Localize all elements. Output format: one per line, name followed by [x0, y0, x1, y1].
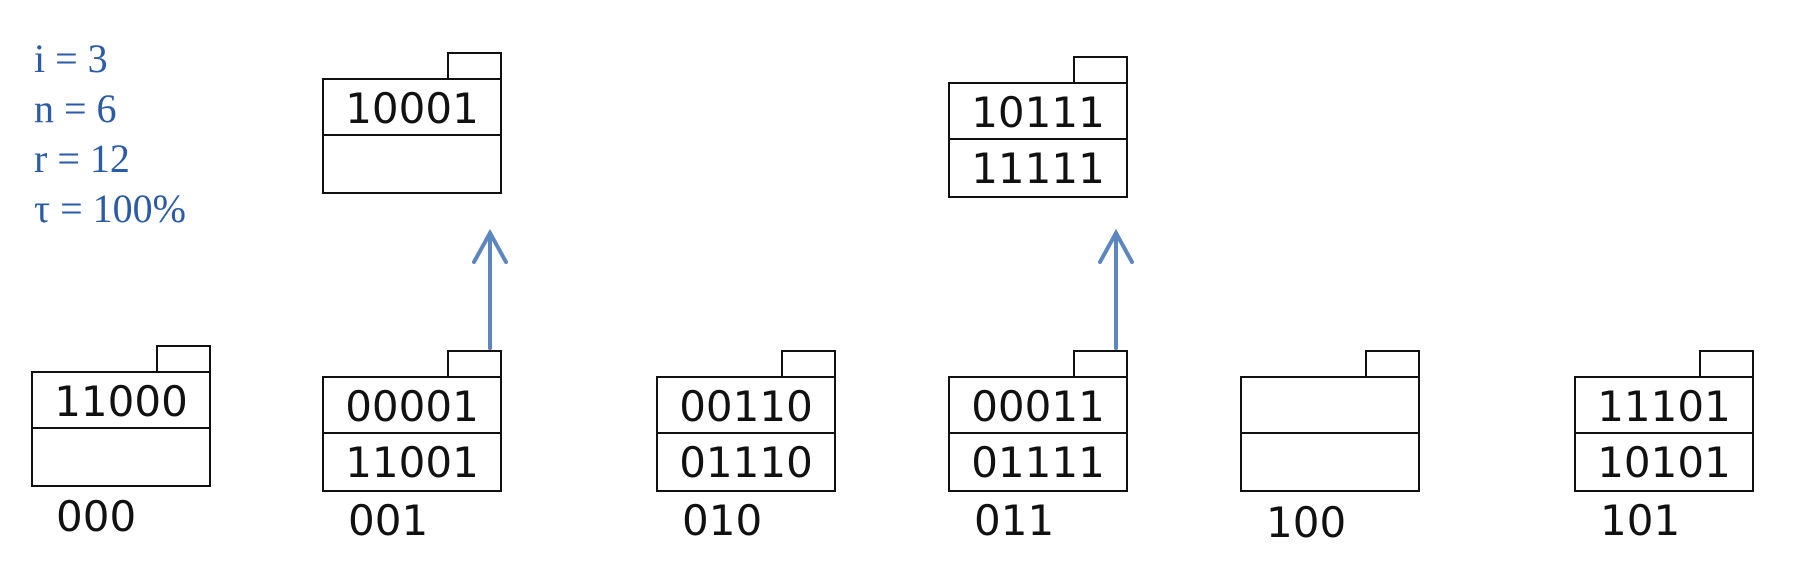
bucket-tab	[1365, 350, 1420, 378]
bucket-label-011: 011	[974, 496, 1055, 545]
bucket-label-000: 000	[56, 492, 137, 541]
param-tau: τ = 100%	[34, 186, 186, 231]
bucket-label-001: 001	[348, 496, 429, 545]
bucket-slot: 00001	[324, 378, 500, 434]
bucket-body: 11101 10101	[1574, 376, 1754, 492]
bucket-tab	[156, 345, 211, 373]
bucket-body	[1240, 376, 1420, 492]
bucket-slot: 10111	[950, 84, 1126, 140]
bucket-body: 00011 01111	[948, 376, 1128, 492]
bucket-tab	[1073, 56, 1128, 84]
bucket-tab	[1699, 350, 1754, 378]
bucket-slot: 10101	[1597, 438, 1731, 487]
bucket-tab	[1073, 350, 1128, 378]
bucket-slot: 11000	[33, 373, 209, 429]
bucket-slot: 10001	[324, 80, 500, 136]
bucket-body: 00110 01110	[656, 376, 836, 492]
bucket-body: 10111 11111	[948, 82, 1128, 198]
overflow-arrow-001	[472, 228, 508, 350]
bucket-slot: 11101	[1576, 378, 1752, 434]
bucket-slot: 00110	[658, 378, 834, 434]
bucket-body: 11000	[31, 371, 211, 487]
bucket-label-100: 100	[1266, 498, 1347, 547]
bucket-label-101: 101	[1600, 496, 1681, 545]
bucket-slot: 11001	[345, 438, 479, 487]
bucket-tab	[781, 350, 836, 378]
bucket-body: 10001	[322, 78, 502, 194]
parameter-list: i = 3 n = 6 r = 12 τ = 100%	[34, 34, 186, 234]
bucket-slot: 11111	[971, 144, 1105, 193]
bucket-slot: 01110	[679, 438, 813, 487]
bucket-tab	[447, 350, 502, 378]
bucket-tab	[447, 52, 502, 80]
bucket-slot: 01111	[971, 438, 1105, 487]
bucket-body: 00001 11001	[322, 376, 502, 492]
bucket-label-010: 010	[682, 496, 763, 545]
param-n: n = 6	[34, 86, 117, 131]
param-i: i = 3	[34, 36, 108, 81]
bucket-slot	[1242, 378, 1418, 434]
param-r: r = 12	[34, 136, 130, 181]
bucket-slot: 00011	[950, 378, 1126, 434]
overflow-arrow-011	[1098, 228, 1134, 350]
